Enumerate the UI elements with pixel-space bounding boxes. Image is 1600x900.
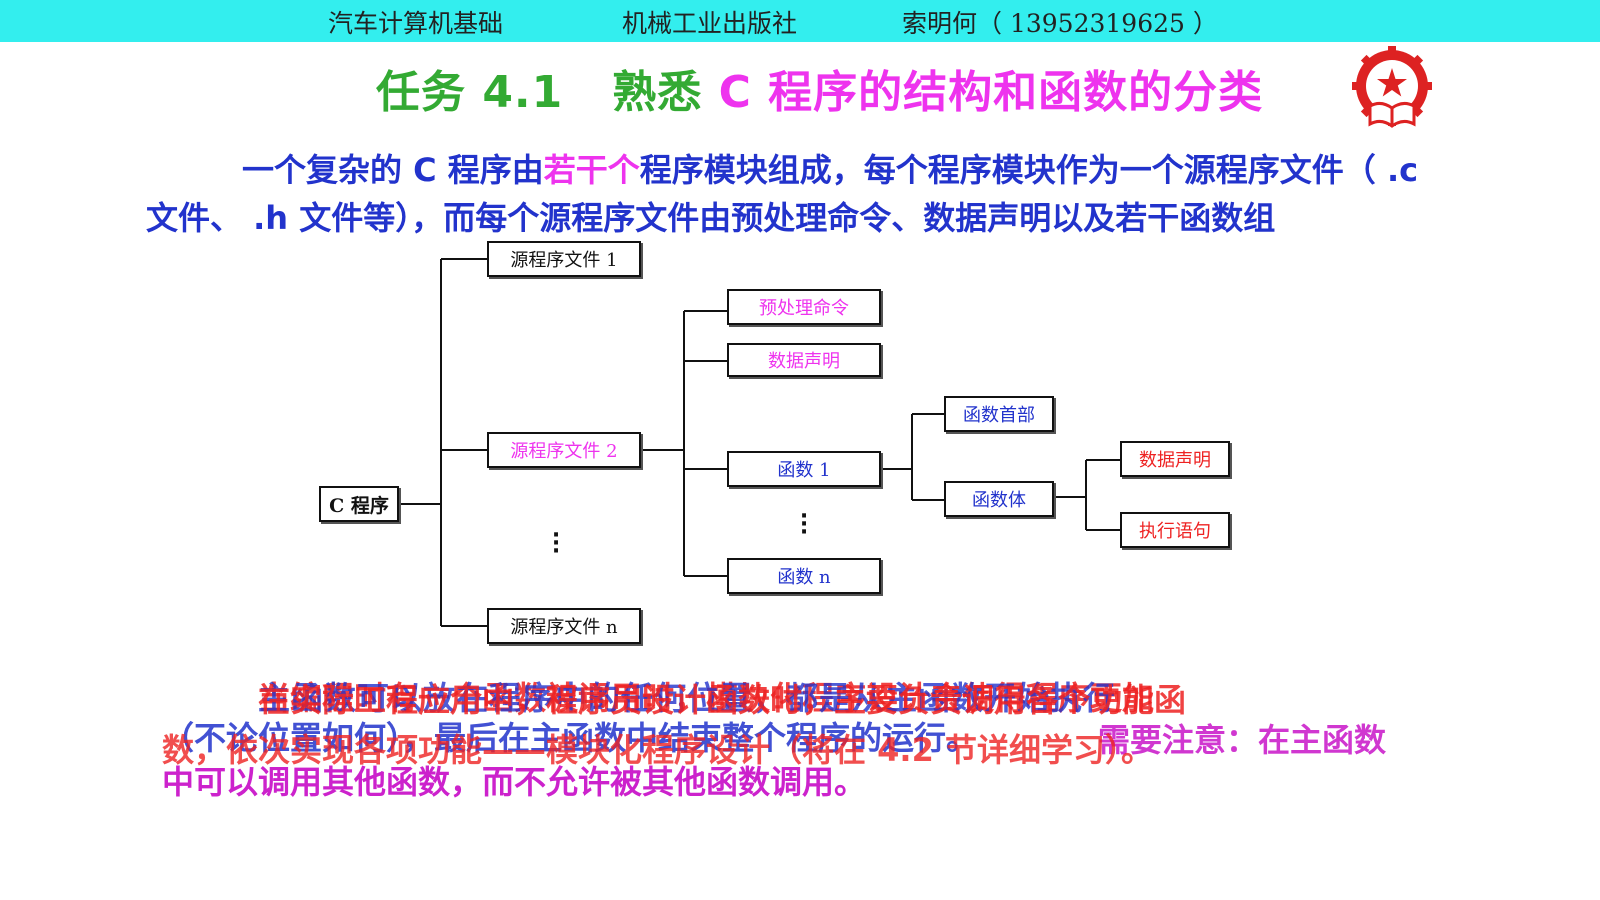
tree-function-1: 函数 1 (727, 451, 881, 487)
title-task-number: 任务 4.1 (376, 67, 564, 118)
page-title: 任务 4.1 熟悉 C 程序的结构和函数的分类 (376, 56, 1263, 120)
tree-preprocessor-commands: 预处理命令 (727, 289, 881, 325)
tree-function-n: 函数 n (727, 558, 881, 594)
intro-text-b: 程序模块组成，每个程序模块作为一个源程序文件（ .c 文件、 .h 文件等），而… (146, 151, 1419, 237)
publisher-logo-icon (1352, 46, 1432, 128)
intro-mask (310, 240, 490, 290)
bottom-blue-text-line2: （不论位置如何），最后在主函数中结束整个程序的运行。 (162, 719, 979, 757)
tree-body-exec-statements: 执行语句 (1120, 512, 1230, 548)
bottom-blue-text-line1: 主函数可以放在程序中的任何位置，都是从主函数开始执行 (258, 679, 1117, 717)
header-author: 索明何（ 13952319625 ） (902, 9, 1218, 38)
bottom-magenta-text-line1: 需要注意：在主函数 (1098, 721, 1387, 759)
tree-body-data-declaration: 数据声明 (1120, 441, 1230, 477)
tree-root-c-program: C 程序 (319, 486, 399, 522)
title-classification: 函数的分类 (1038, 67, 1264, 118)
bottom-red-text-2: 当编程时有一个函数被调用时，模块化程序设计会使得程序更加 (258, 679, 1155, 717)
tree-data-declaration: 数据声明 (727, 343, 881, 377)
tree-function-header: 函数首部 (944, 396, 1054, 432)
header-bar (0, 0, 1600, 42)
intro-highlight: 若干个 (543, 151, 640, 189)
tree-source-file-2: 源程序文件 2 (487, 432, 641, 468)
intro-paragraph: 一个复杂的 C 程序由若干个程序模块组成，每个程序模块作为一个源程序文件（ .c… (146, 146, 1436, 290)
title-familiar: 熟悉 (612, 67, 703, 118)
header-publisher: 机械工业出版社 (622, 9, 798, 38)
tree-function-body: 函数体 (944, 481, 1054, 517)
intro-text-a: 一个复杂的 C 程序由 (242, 151, 544, 189)
tree-source-file-n: 源程序文件 n (487, 608, 641, 644)
title-structure: C 程序的结构和 (718, 67, 1039, 118)
tree-ellipsis-functions: ··· (799, 504, 809, 545)
tree-source-file-1: 源程序文件 1 (487, 241, 641, 277)
header-book-title: 汽车计算机基础 (328, 9, 504, 38)
bottom-red-text-line1: 在实际工程应用中，程序员设计函数时，主要负责调用各个功能函 (258, 681, 1187, 719)
bottom-magenta-text-line2: 中可以调用其他函数，而不允许被其他函数调用。 (162, 763, 867, 801)
bottom-red-text-line2: 数，依次实现各项功能——模块化程序设计（将在 4.2 节详细学习）。 (162, 731, 1153, 769)
tree-ellipsis-files: ··· (551, 523, 561, 564)
